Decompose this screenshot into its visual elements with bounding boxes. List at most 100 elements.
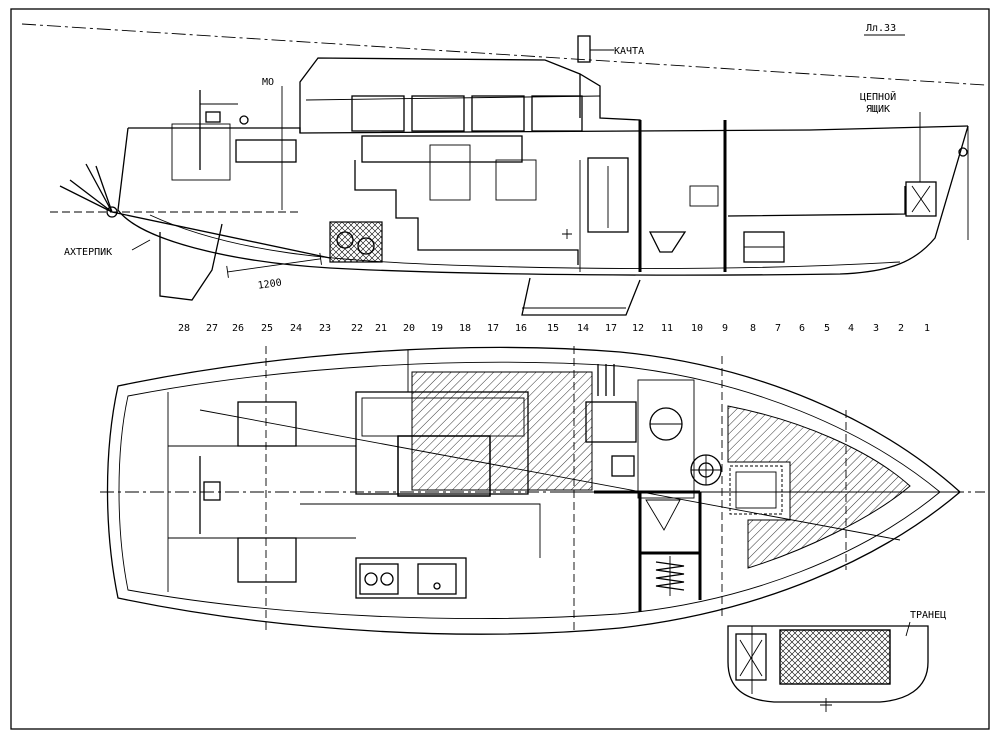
forward-hatch [729,465,783,515]
winch-top [239,115,249,125]
mast-partner-icon [690,454,722,486]
toilet [648,231,687,253]
label-cepnoy-2: ЯЩИК [866,104,890,115]
frame-label: 20 [403,323,415,334]
side-profile-view: КАЧТА МО АХТЕРПИК [21,23,986,316]
frame-label: 18 [459,323,471,334]
sink [689,185,719,207]
cabin-window-1 [351,95,405,132]
label-tranec: ТРАНЕЦ [910,610,946,621]
hull-bottom-inner [149,214,901,270]
wc-compartment [637,379,695,499]
frame-label: 17 [605,323,617,334]
tiller-plan [203,481,221,501]
frame-label: 28 [178,323,190,334]
saloon-berth [354,160,579,265]
transom-outline [727,625,929,703]
sheet-number: Лл.33 [866,23,896,34]
transom-ladder-icon [735,626,767,694]
svg-text:1200: 1200 [257,278,282,292]
frame-label: 5 [824,323,830,334]
chain-locker [905,112,937,217]
hull-bottom [117,125,969,276]
frame-label: 12 [632,323,644,334]
saloon-table [429,144,471,201]
wardrobe [587,157,629,233]
saloon-settee [361,135,523,163]
frame-label: 8 [750,323,756,334]
frame-label: 22 [351,323,363,334]
plan-sheer-line [199,409,901,541]
frame-label: 27 [206,323,218,334]
frame-label: 10 [691,323,703,334]
stern-locker [171,123,231,181]
tiller-box [205,111,221,123]
frame-label: 7 [775,323,781,334]
akhterpik-leader [131,239,151,251]
keel [521,277,641,316]
label-mo: МО [262,77,274,88]
frame-label: 11 [661,323,673,334]
wc-door [645,499,681,531]
galley-block [495,159,537,201]
centre-cabinet-small [611,455,635,477]
v-berth-hatched [727,405,911,569]
frame-label: 3 [873,323,879,334]
stove-icon [359,563,399,595]
frame-label: 23 [319,323,331,334]
frame-label: 17 [487,323,499,334]
frame-numbers: 28 27 26 25 24 23 22 21 20 19 18 17 16 1… [178,323,930,334]
engine-room-box [235,139,297,163]
transom-center-cross [820,698,832,712]
center-cross-side [562,229,572,239]
cockpit-seat-top [237,401,297,447]
sheet-border [10,8,990,730]
plan-view [100,346,985,635]
frame-label: 4 [848,323,854,334]
sink-icon [417,563,457,595]
frame-label: 6 [799,323,805,334]
engine-icon [329,221,383,263]
cockpit-seat-bottom [237,537,297,583]
chart-table-hatched [411,371,593,491]
dimension-1200: 1200 [226,252,322,292]
frame-label: 26 [232,323,244,334]
frame-label: 9 [722,323,728,334]
frame-label: 25 [261,323,273,334]
frame-label: 2 [898,323,904,334]
reference-line [21,23,986,86]
frame-label: 16 [515,323,527,334]
label-kachta: КАЧТА [614,46,644,57]
tranec-leader [905,621,911,637]
galley-berth [300,503,541,558]
propeller-shaft [111,211,331,259]
centre-cabinet [585,401,637,443]
plan-hull-outline [106,346,961,635]
mast-step [577,35,591,63]
frame-label: 15 [547,323,559,334]
plan-hull-inner [118,361,941,619]
propeller-icon [59,163,118,218]
deck-line [128,125,969,134]
frame-label: 21 [375,323,387,334]
label-akhterpik: АХТЕРПИК [64,247,112,258]
transom-locker-crosshatch [779,629,891,685]
cabin-window-4 [531,95,583,132]
frame-label: 1 [924,323,930,334]
deckhouse [299,57,641,133]
label-cepnoy-1: ЦЕПНОЙ [860,90,896,103]
frame-label: 19 [431,323,443,334]
forward-berth [727,186,906,217]
heater-coil-icon [655,556,685,596]
bow-fitting [958,147,968,157]
deckhouse-roof [305,95,601,101]
cabin-window-2 [411,95,465,132]
cabin-window-3 [471,95,525,132]
hatch-handle-icon [597,364,615,396]
frame-label: 14 [577,323,589,334]
saloon-settee-cover [361,397,525,437]
forward-hatch-inner [735,471,777,509]
frame-label: 24 [290,323,302,334]
galley-counter [355,557,467,599]
